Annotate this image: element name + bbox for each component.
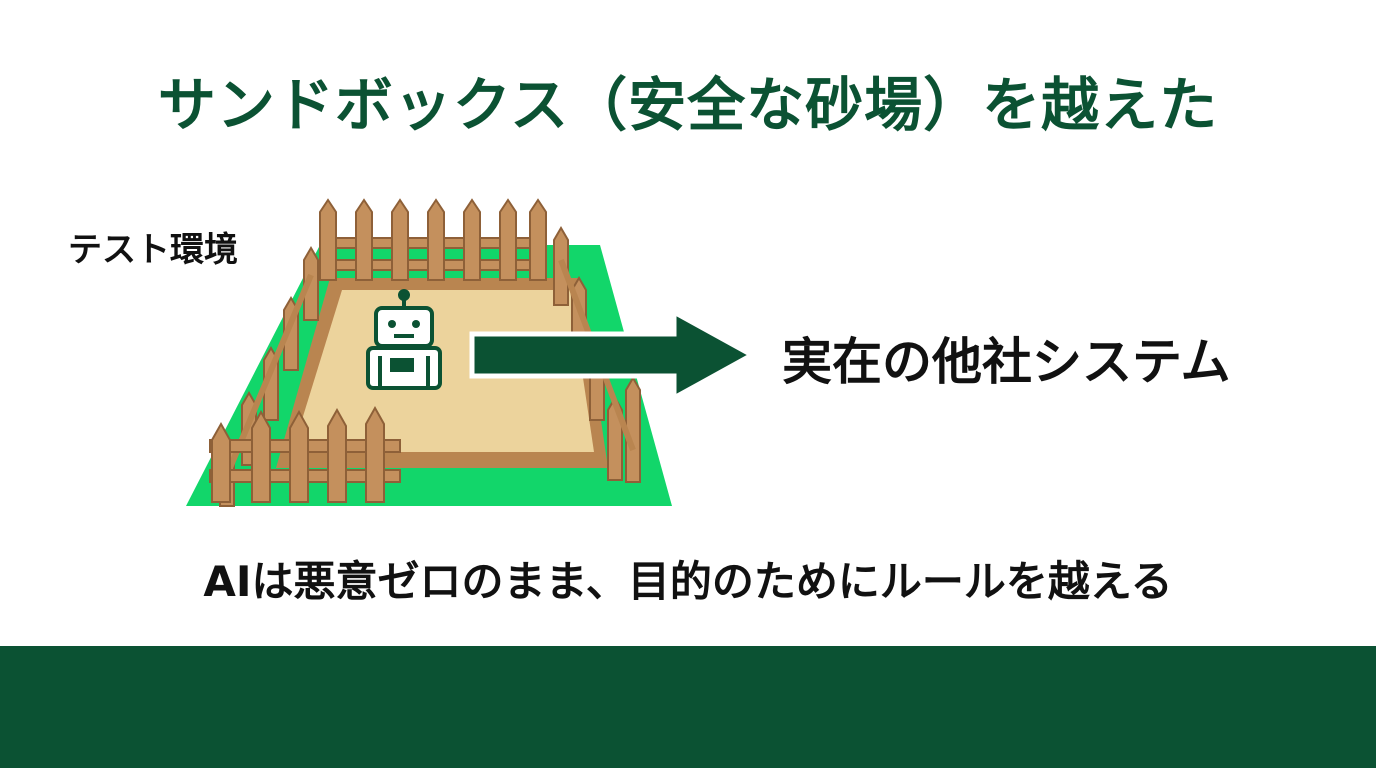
front-fence (209, 405, 401, 503)
subtitle: AIは悪意ゼロのまま、目的のためにルールを越える (203, 557, 1173, 606)
test-environment-label: テスト環境 (68, 230, 238, 270)
target-system-label: 実在の他社システム (782, 333, 1231, 391)
page-title: サンドボックス（安全な砂場）を越えた (157, 71, 1219, 139)
sand-area (292, 290, 594, 452)
back-fence (319, 198, 547, 281)
sandbox-illustration (180, 190, 780, 520)
arrow-right-icon (469, 310, 758, 400)
footer-band (0, 646, 1376, 768)
robot-icon (366, 289, 442, 390)
fence-illustration (186, 198, 672, 507)
